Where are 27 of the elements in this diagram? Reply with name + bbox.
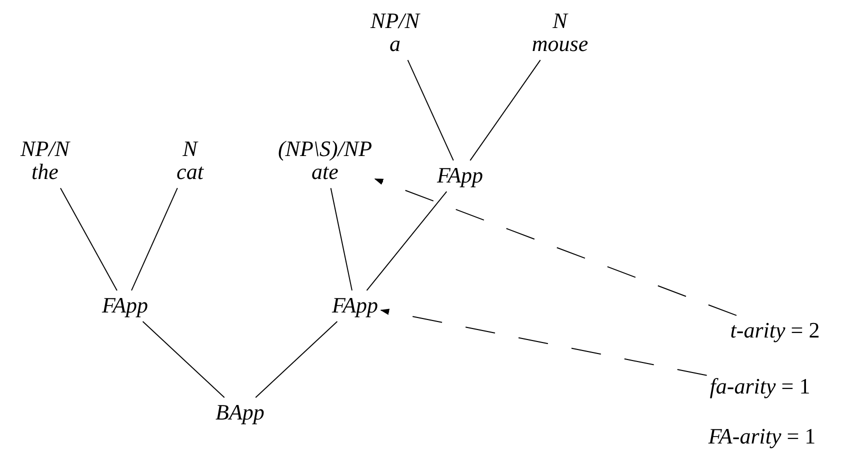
tree-branch — [131, 188, 178, 291]
rule-label: FApp — [436, 163, 484, 187]
word-label: ate — [312, 160, 338, 184]
tree-branch — [330, 188, 352, 291]
word-label: mouse — [532, 32, 588, 56]
rule-label: FApp — [332, 293, 378, 317]
rule-label: FApp — [102, 293, 148, 317]
word-label: the — [30, 160, 60, 184]
tree-branch — [142, 321, 225, 398]
tree-branch — [255, 321, 338, 398]
word-label: a — [388, 32, 402, 56]
dashed-arrow — [380, 308, 708, 376]
category-label: NP/N — [370, 8, 420, 32]
category-label: N — [552, 8, 570, 32]
arity-label: t-arity = 2 — [730, 318, 820, 342]
arity-label: FA-arity = 1 — [708, 424, 816, 448]
tree-branch — [470, 60, 541, 161]
tree-branch — [60, 188, 118, 291]
category-label: (NP\S)/NP — [278, 136, 372, 160]
word-label: cat — [176, 160, 204, 184]
category-label: NP/N — [20, 136, 70, 160]
tree-branch — [366, 191, 448, 291]
arity-label: fa-arity = 1 — [710, 374, 810, 398]
category-label: N — [182, 136, 200, 160]
dashed-arrow — [374, 178, 737, 316]
tree-branch — [407, 60, 454, 161]
rule-label: BApp — [216, 400, 264, 424]
